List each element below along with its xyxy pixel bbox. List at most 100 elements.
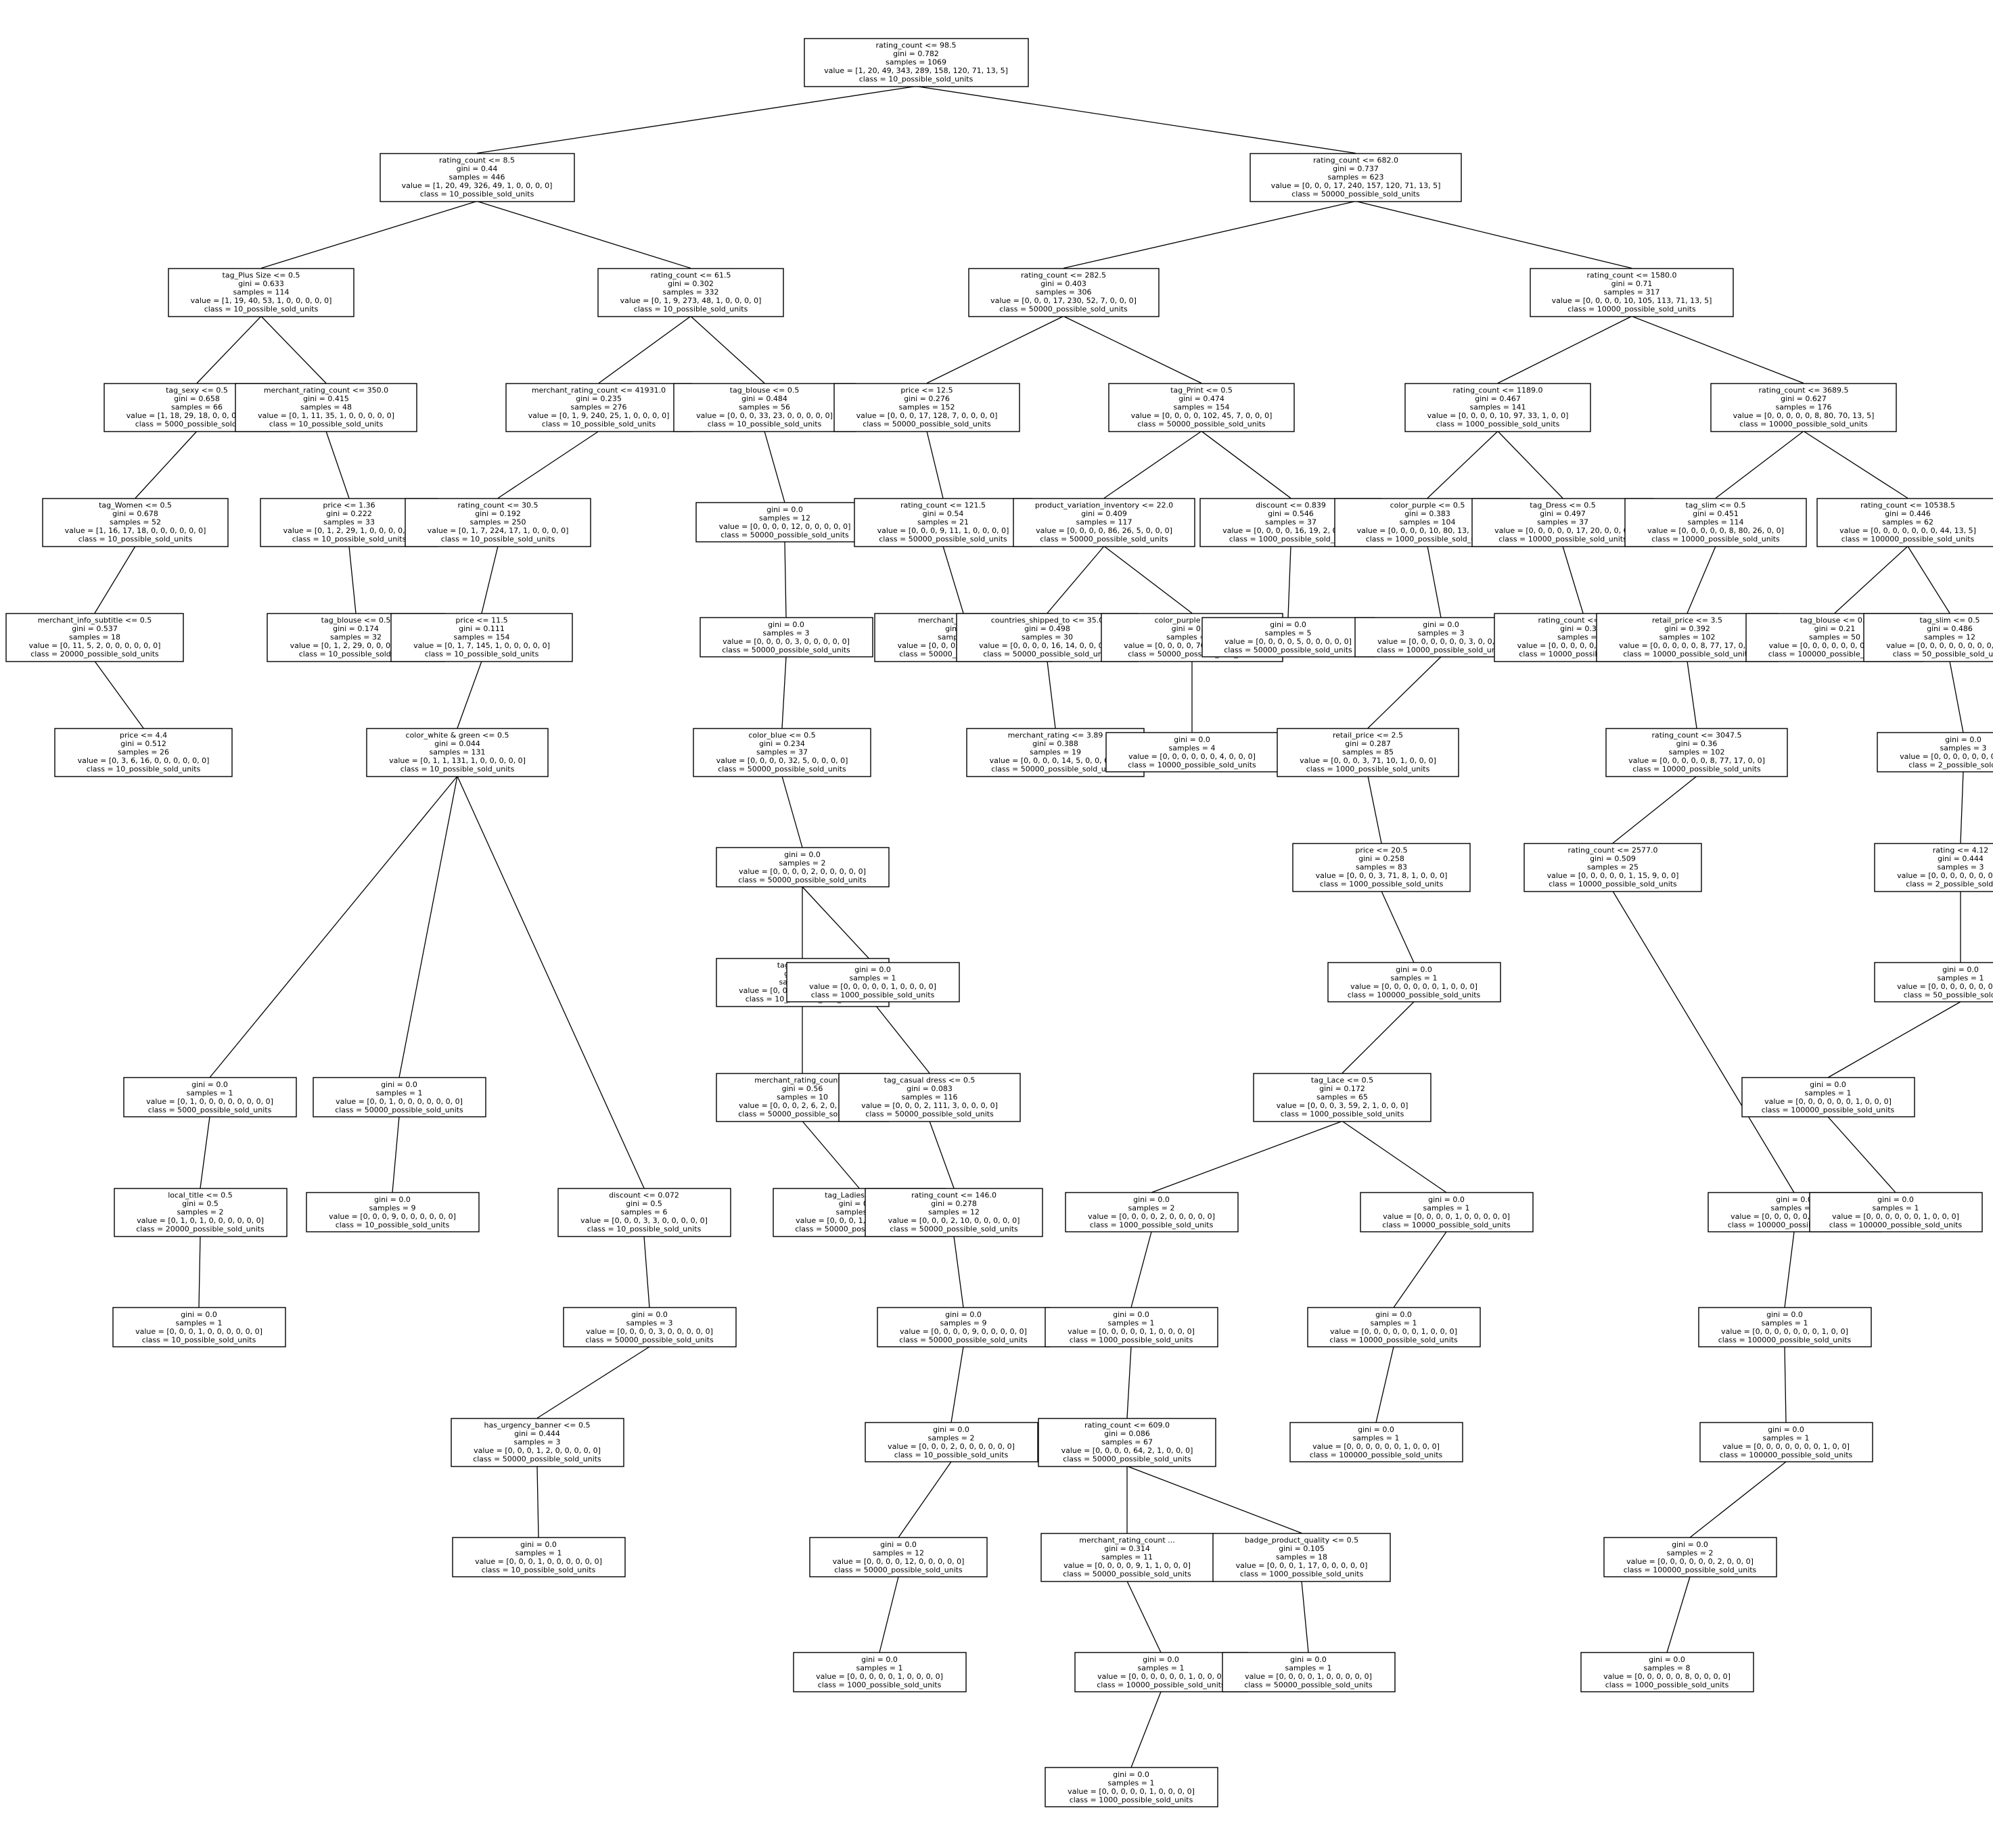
node-box [1307, 1307, 1481, 1347]
node-label-line: gini = 0.737 [1333, 164, 1379, 173]
node-label-line: value = [0, 0, 0, 0, 2, 0, 0, 0, 0, 0] [1088, 1212, 1215, 1221]
node-label-line: gini = 0.222 [326, 509, 372, 518]
node-label-line: samples = 12 [873, 1549, 924, 1558]
node-label-line: value = [0, 0, 0, 0, 0, 0, 2, 0, 0, 0] [1626, 1557, 1754, 1566]
tree-edge [1375, 1346, 1394, 1423]
node-label-line: gini = 0.0 [1672, 1540, 1708, 1549]
node-label-line: gini = 0.0 [768, 620, 804, 629]
node-label-line: value = [0, 0, 0, 0, 0, 0, 1, 0, 0, 0] [1350, 982, 1477, 991]
node-box [313, 1077, 486, 1117]
tree-edge [1130, 1691, 1162, 1768]
node-label-line: value = [0, 0, 0, 0, 9, 0, 0, 0, 0, 0] [900, 1327, 1027, 1336]
node-box [1699, 1422, 1873, 1462]
node-label-line: retail_price <= 3.5 [1652, 616, 1722, 625]
node-label-line: gini = 0.0 [1810, 1080, 1846, 1089]
node-label-line: rating_count <= 121.5 [900, 501, 986, 510]
node-label-line: class = 50000_possible_sold_units [1063, 1455, 1191, 1464]
node-label-line: value = [0, 11, 5, 2, 0, 0, 0, 0, 0, 0] [29, 641, 161, 650]
node-label-line: class = 10000_possible_sold_units [1623, 650, 1751, 659]
node-label-line: value = [0, 0, 0, 0, 0, 0, 1, 0, 0, 0] [1764, 1097, 1892, 1106]
node-label-line: samples = 2 [177, 1208, 224, 1217]
node-label-line: samples = 56 [739, 403, 790, 412]
node-label-line: gini = 0.71 [1611, 279, 1653, 288]
node-label-line: class = 50000_possible_sold_units [738, 1110, 867, 1119]
node-label-line: tag_sexy <= 0.5 [166, 386, 228, 395]
node-box [1040, 1533, 1214, 1582]
node-label-line: price <= 20.5 [1355, 846, 1407, 855]
node-label-line: value = [0, 0, 0, 0, 10, 80, 13, 1, 0, 0… [1357, 526, 1498, 535]
node-label-line: rating_count <= 8.5 [439, 156, 515, 165]
tree-edge [200, 1116, 210, 1188]
node-label-line: gini = 0.0 [1113, 1770, 1149, 1779]
node-label-line: samples = 141 [1470, 403, 1526, 412]
node-label-line: gini = 0.5 [182, 1199, 219, 1208]
node-box [1710, 383, 1897, 432]
node-label-line: samples = 26 [118, 748, 169, 757]
tree-edge [950, 1346, 964, 1423]
node-label-line: samples = 18 [1276, 1553, 1327, 1562]
node-label-line: price <= 1.36 [323, 501, 375, 510]
node-label-line: gini = 0.54 [923, 509, 964, 518]
node-label-line: samples = 176 [1776, 403, 1832, 412]
node-box [1065, 1192, 1239, 1232]
node-label-line: gini = 0.234 [759, 739, 805, 748]
node-label-line: gini = 0.0 [520, 1540, 557, 1549]
node-label-line: price <= 4.4 [120, 731, 167, 740]
node-label-line: value = [0, 0, 0, 0, 0, 1, 0, 0, 0, 0] [1068, 1327, 1195, 1336]
node-label-line: class = 10_possible_sold_units [894, 1451, 1009, 1460]
node-box [1605, 728, 1788, 777]
node-label-line: samples = 6 [621, 1208, 668, 1217]
node-label-line: samples = 114 [233, 288, 290, 297]
node-label-line: samples = 8 [1644, 1664, 1691, 1673]
node-box [452, 1537, 626, 1577]
node-label-line: samples = 1 [376, 1089, 423, 1098]
node-label-line: class = 10_possible_sold_units [425, 650, 539, 659]
node-label-line: gini = 0.388 [1032, 739, 1078, 748]
node-box [1201, 617, 1375, 657]
node-label-line: gini = 0.0 [1143, 1655, 1179, 1664]
node-label-line: class = 100000_possible_sold_units [1718, 1336, 1852, 1345]
node-label-line: gini = 0.444 [514, 1429, 560, 1438]
tree-edge [1381, 891, 1415, 963]
tree-edge [1151, 1120, 1343, 1193]
node-label-line: merchant_rating_count <= 41931.0 [532, 386, 666, 395]
node-label-line: value = [0, 0, 0, 0, 16, 14, 0, 0, 0, 0] [979, 641, 1116, 650]
node-box [1038, 1418, 1216, 1467]
node-label-line: merchant_rating_count ... [1079, 1536, 1174, 1545]
node-label-line: rating_count <= 1580.0 [1586, 271, 1676, 280]
node-label-line: value = [0, 0, 0, 0, 16, 19, 2, 0, 0, 0] [1222, 526, 1359, 535]
node-label-line: tag_blouse <= 0.5 [730, 386, 800, 395]
node-box [1524, 843, 1702, 892]
tree-edge [1063, 200, 1356, 269]
node-label-line: gini = 0.044 [434, 739, 480, 748]
node-label-line: value = [0, 0, 0, 0, 1, 0, 0, 0, 0, 0] [1383, 1212, 1510, 1221]
node-box [1250, 153, 1462, 202]
node-label-line: samples = 2 [1771, 1204, 1818, 1213]
node-box [1108, 383, 1295, 432]
node-label-line: value = [1, 18, 29, 18, 0, 0, 0, 0, 0, 0… [127, 411, 268, 420]
node-box [1874, 962, 1993, 1002]
node-label-line: value = [0, 0, 0, 0, 5, 0, 0, 0, 0, 0] [1224, 637, 1352, 646]
node-label-line: samples = 50 [1809, 633, 1860, 642]
node-label-line: class = 50000_possible_sold_units [720, 531, 849, 540]
node-label-line: value = [0, 0, 0, 0, 0, 0, 1, 0, 0, 0] [1832, 1212, 1959, 1221]
node-box [877, 1307, 1051, 1347]
node-label-line: samples = 4 [1169, 744, 1216, 753]
node-label-line: gini = 0.415 [303, 394, 349, 403]
node-label-line: class = 100000_possible_sold_units [1841, 535, 1975, 544]
tree-node: merchant_rating_count ...gini = 0.314sam… [1040, 1533, 1214, 1582]
tree-edge [260, 200, 478, 269]
node-label-line: samples = 1069 [886, 58, 946, 67]
node-label-line: class = 50000_possible_sold_units [738, 876, 867, 885]
